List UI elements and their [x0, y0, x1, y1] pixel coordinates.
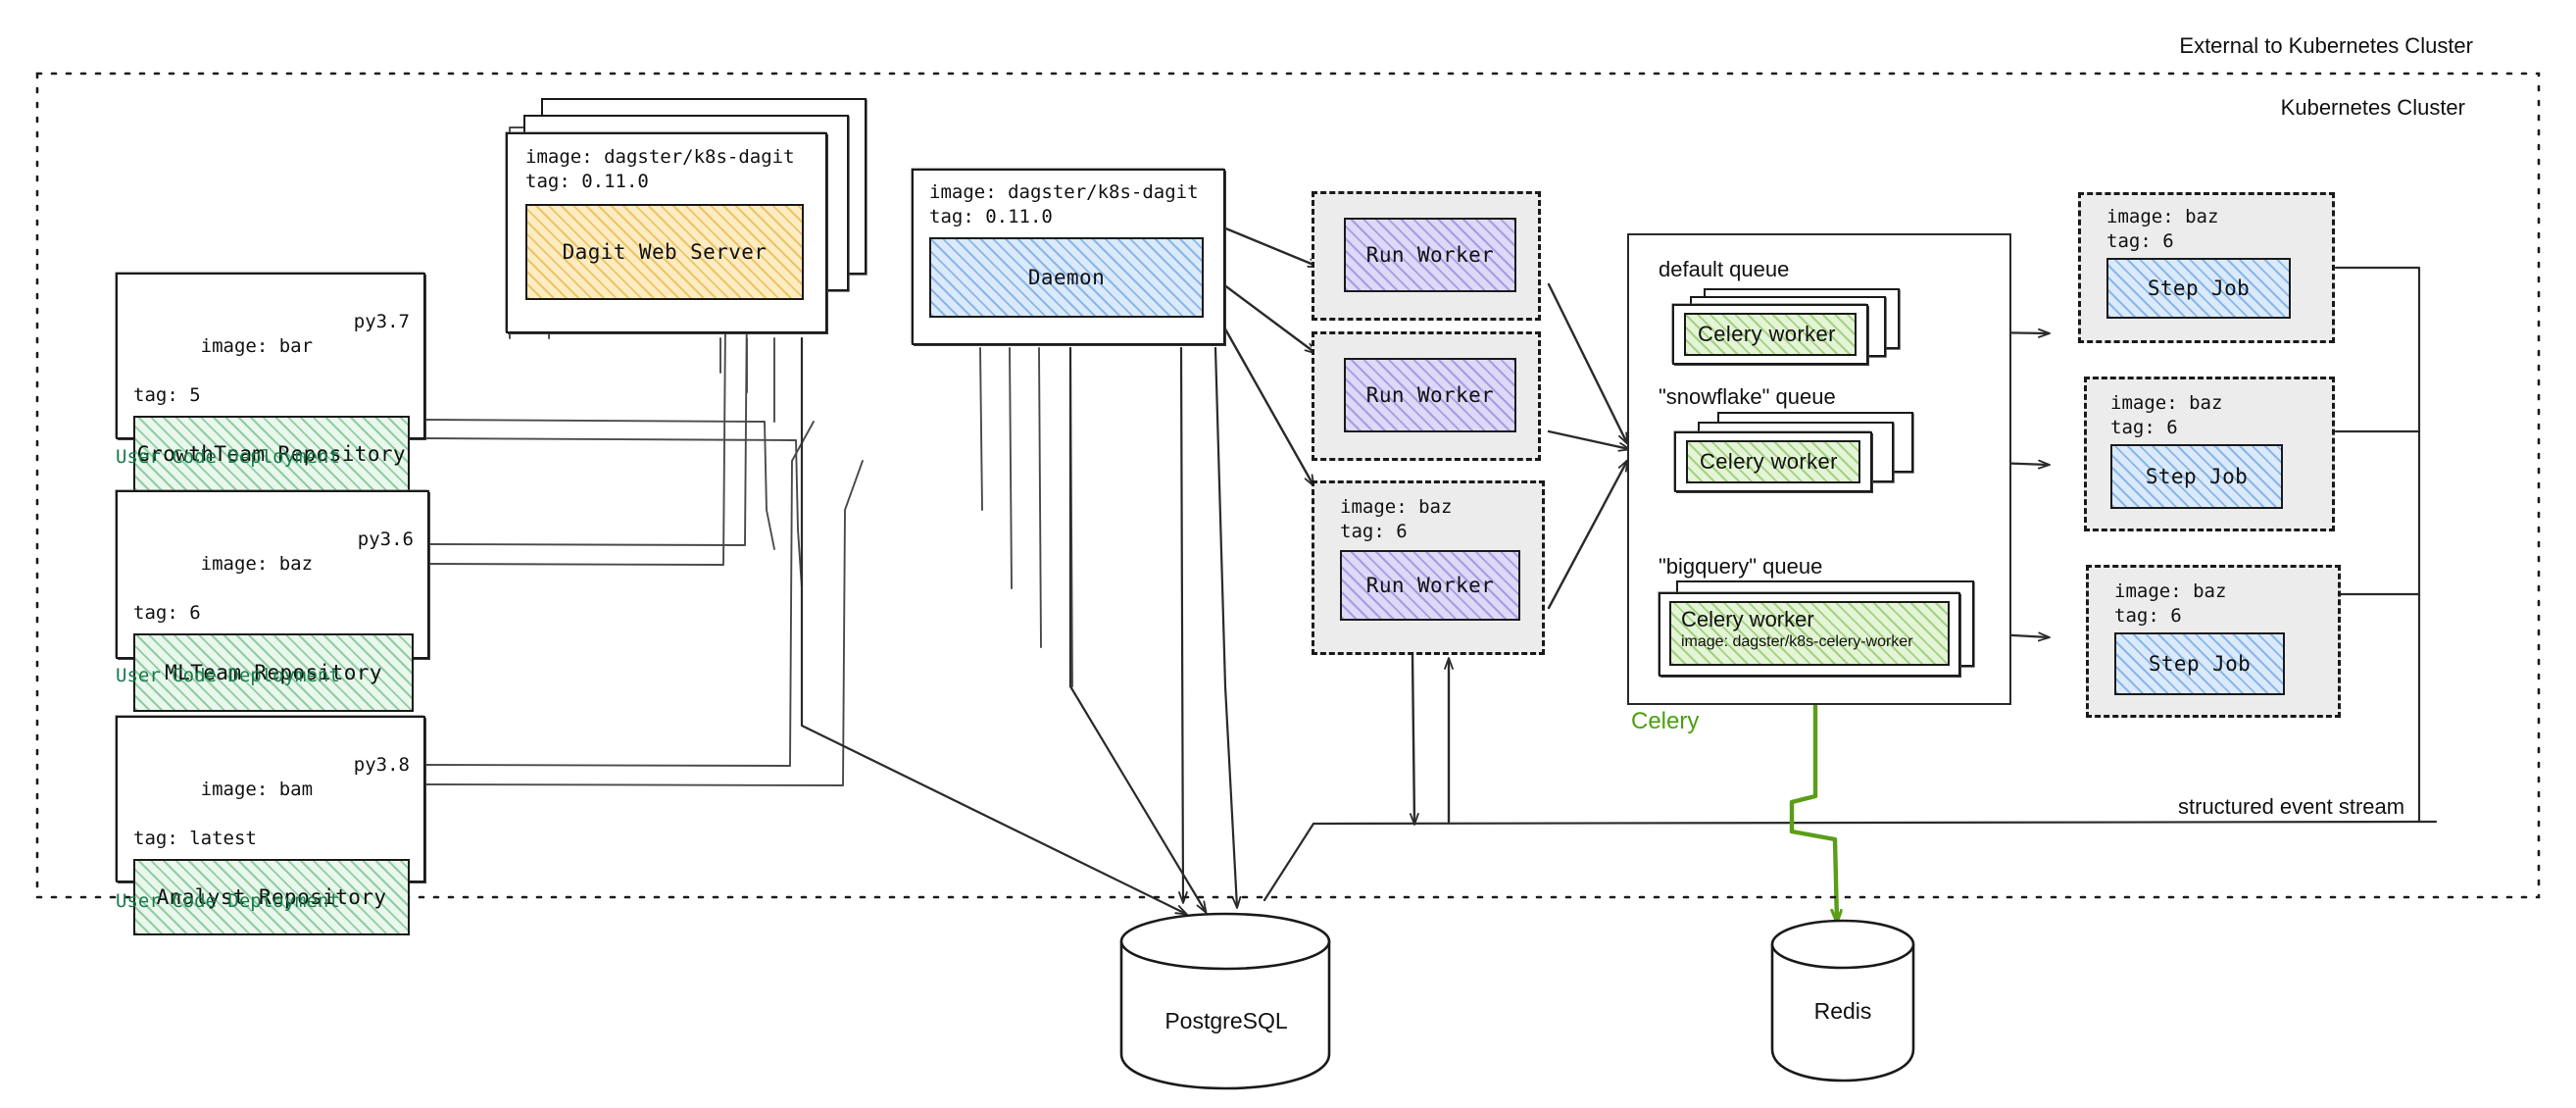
growthteam-repository-box[interactable]: GrowthTeam Repository	[133, 416, 410, 492]
user-code-deployment-mlteam[interactable]: py3.6 image: baz tag: 6 MLTeam Repositor…	[116, 490, 429, 712]
step-job-box-3[interactable]: Step Job	[2114, 632, 2285, 695]
celery-worker-box-1[interactable]: Celery worker	[1684, 313, 1857, 356]
growthteam-python-label: py3.7	[353, 311, 410, 332]
dagit-tag-label: tag: 0.11.0	[525, 171, 649, 192]
celery-queue-label-snowflake: "snowflake" queue	[1659, 384, 1836, 409]
run-worker-box-2[interactable]: Run Worker	[1344, 358, 1516, 432]
growthteam-image-meta: py3.7 image: bar	[118, 275, 423, 383]
analyst-tag-label: tag: latest	[133, 828, 257, 849]
celery-worker-card-2[interactable]: Celery worker	[1674, 431, 1872, 492]
step-job-box-1[interactable]: Step Job	[2106, 258, 2291, 319]
external-cluster-label: External to Kubernetes Cluster	[2179, 33, 2473, 58]
analyst-repository-box[interactable]: Analyst Repository	[133, 859, 410, 935]
step-job-pod-1[interactable]: image: baz tag: 6 Step Job	[2078, 192, 2335, 343]
run-worker-pod-1[interactable]: Run Worker	[1312, 191, 1541, 321]
analyst-image-label: image: bam	[200, 779, 314, 800]
dagit-image-label: image: dagster/k8s-dagit	[525, 146, 795, 168]
daemon-image-label: image: dagster/k8s-dagit	[929, 181, 1199, 203]
celery-queue-label-default: default queue	[1659, 257, 1790, 281]
dagit-web-server[interactable]: image: dagster/k8s-dagit tag: 0.11.0 Dag…	[506, 132, 827, 333]
celery-worker-3-image-label: image: dagster/k8s-celery-worker	[1681, 633, 1913, 650]
analyst-python-label: py3.8	[353, 754, 410, 776]
mlteam-image-label: image: baz	[200, 553, 314, 575]
growthteam-caption: User Code Deployment	[116, 446, 340, 468]
user-code-deployment-growthteam[interactable]: py3.7 image: bar tag: 5 GrowthTeam Repos…	[116, 273, 425, 492]
step-job-3-image-label: image: baz	[2114, 580, 2227, 602]
celery-queue-label-bigquery: "bigquery" queue	[1659, 554, 1823, 579]
step-job-1-image-label: image: baz	[2106, 206, 2219, 227]
celery-worker-card-1[interactable]: Celery worker	[1672, 304, 1868, 365]
structured-event-stream-label: structured event stream	[2178, 794, 2405, 819]
run-worker-box-1[interactable]: Run Worker	[1344, 218, 1516, 292]
daemon-node[interactable]: image: dagster/k8s-dagit tag: 0.11.0 Dae…	[912, 169, 1225, 345]
mlteam-image-meta: py3.6 image: baz	[118, 492, 427, 601]
celery-worker-box-2[interactable]: Celery worker	[1686, 440, 1860, 483]
daemon-box[interactable]: Daemon	[929, 237, 1204, 318]
step-job-box-2[interactable]: Step Job	[2110, 444, 2283, 509]
growthteam-image-label: image: bar	[200, 335, 314, 357]
mlteam-tag-label: tag: 6	[133, 602, 201, 624]
growthteam-tag-label: tag: 5	[133, 384, 201, 406]
redis-label: Redis	[1813, 998, 1872, 1024]
postgresql-label: PostgreSQL	[1164, 1008, 1288, 1033]
celery-caption: Celery	[1631, 708, 1700, 734]
celery-worker-3-title: Celery worker	[1681, 607, 1814, 631]
kubernetes-cluster-label: Kubernetes Cluster	[2280, 95, 2465, 120]
celery-worker-box-3[interactable]: Celery worker image: dagster/k8s-celery-…	[1669, 601, 1950, 666]
step-job-pod-2[interactable]: image: baz tag: 6 Step Job	[2084, 377, 2335, 531]
daemon-tag-label: tag: 0.11.0	[929, 206, 1053, 227]
step-job-3-tag-label: tag: 6	[2114, 605, 2182, 627]
run-worker-3-image-label: image: baz	[1340, 496, 1453, 518]
run-worker-pod-2[interactable]: Run Worker	[1312, 331, 1541, 461]
analyst-caption: User Code Deployment	[116, 890, 340, 912]
step-job-1-tag-label: tag: 6	[2106, 230, 2174, 252]
mlteam-repository-box[interactable]: MLTeam Repository	[133, 633, 414, 712]
run-worker-pod-3[interactable]: image: baz tag: 6 Run Worker	[1312, 480, 1545, 655]
analyst-image-meta: py3.8 image: bam	[118, 718, 423, 827]
mlteam-caption: User Code Deployment	[116, 665, 340, 686]
celery-worker-card-3[interactable]: Celery worker image: dagster/k8s-celery-…	[1659, 592, 1960, 677]
dagit-web-server-box[interactable]: Dagit Web Server	[525, 204, 804, 300]
mlteam-python-label: py3.6	[357, 529, 414, 550]
step-job-pod-3[interactable]: image: baz tag: 6 Step Job	[2086, 565, 2341, 718]
step-job-2-tag-label: tag: 6	[2110, 417, 2178, 438]
user-code-deployment-analyst[interactable]: py3.8 image: bam tag: latest Analyst Rep…	[116, 716, 425, 935]
step-job-2-image-label: image: baz	[2110, 392, 2223, 414]
run-worker-3-tag-label: tag: 6	[1340, 521, 1408, 542]
run-worker-box-3[interactable]: Run Worker	[1340, 550, 1520, 621]
